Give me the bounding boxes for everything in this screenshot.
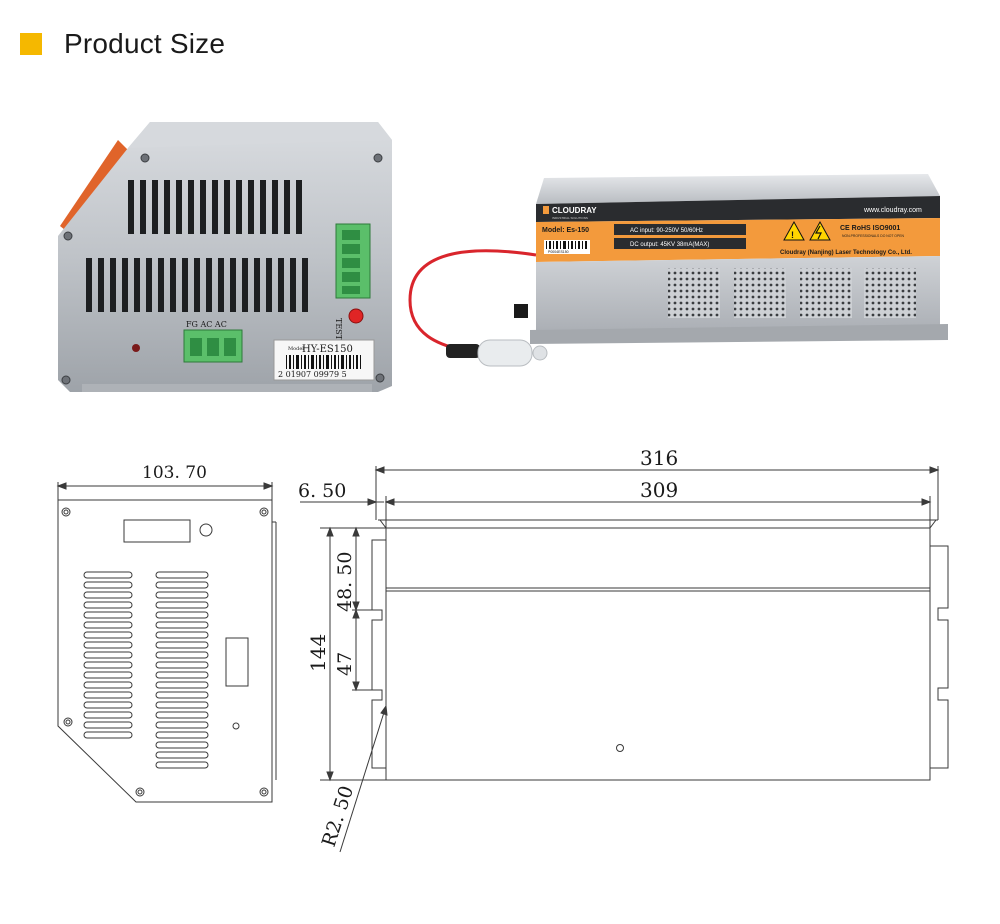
sticker-model: HY-ES150 xyxy=(302,344,353,355)
terminal-block-bottom xyxy=(183,329,243,363)
screw-icons xyxy=(61,153,385,385)
connector-tip xyxy=(532,345,548,361)
dc-output-text: DC output: 45KV 38mA(MAX) xyxy=(630,242,709,248)
company-name: Cloudray (Nanjing) Laser Technology Co.,… xyxy=(780,250,912,256)
photo-end-view: TEST FG AC AC Model HY-ES150 xyxy=(58,122,392,392)
drawing-front-view xyxy=(56,482,277,803)
side-socket xyxy=(514,304,528,318)
warning-icons: ! xyxy=(783,220,831,241)
dim-radius: R2. 50 xyxy=(318,783,358,849)
dc-output-box xyxy=(614,238,746,249)
ac-input-text: AC input: 90-250V 50/60Hz xyxy=(630,228,703,234)
grill-1 xyxy=(668,268,720,318)
warning-text: NON-PROFESSIONALS DO NOT OPEN xyxy=(842,234,904,238)
brand-logo-icon xyxy=(543,206,549,214)
grill-2 xyxy=(734,268,786,318)
ac-input-box xyxy=(614,224,746,235)
vent-row-bottom xyxy=(86,258,308,312)
cable-boot xyxy=(446,344,480,358)
page-title: Product Size xyxy=(64,28,226,59)
test-label: TEST xyxy=(334,318,343,341)
front-vent-slots xyxy=(83,571,209,769)
section-header: Product Size xyxy=(20,28,225,60)
photo-side-view: CLOUDRAY INDUSTRIAL SOLUTIONS www.cloudr… xyxy=(408,174,948,367)
svg-text:Model: Model xyxy=(288,346,304,352)
label-barcode-text: P0004ES150 xyxy=(548,250,569,254)
model-sticker: Model HY-ES150 2 01907 09979 5 xyxy=(273,339,375,381)
website-url: www.cloudray.com xyxy=(863,207,922,214)
certifications: CE RoHS ISO9001 xyxy=(840,225,900,232)
hv-cable xyxy=(408,249,537,352)
dim-body-length: 309 xyxy=(640,478,678,502)
top-slope xyxy=(128,122,392,148)
cable-connector xyxy=(477,339,533,367)
dim-offset: 6. 50 xyxy=(298,480,346,502)
drawing-side-view xyxy=(300,466,949,853)
sticker-barcode-number: 2 01907 09979 5 xyxy=(278,370,347,379)
case-brand-band xyxy=(536,196,940,222)
dim-total-length: 316 xyxy=(640,446,678,470)
brand-tagline: INDUSTRIAL SOLUTIONS xyxy=(552,216,588,220)
case-foot xyxy=(530,324,948,344)
label-barcode xyxy=(544,240,590,254)
terminal-block-right xyxy=(335,223,371,299)
grill-4 xyxy=(864,268,916,318)
radius-leader-line xyxy=(339,705,387,853)
front-display-window xyxy=(123,519,191,543)
dim-height: 144 xyxy=(306,634,330,672)
dim-mid-section: 47 xyxy=(334,652,356,676)
dim-upper-section: 48. 50 xyxy=(334,552,356,612)
side-body-outline xyxy=(385,527,931,781)
orange-edge xyxy=(60,140,128,234)
bottom-rail xyxy=(82,384,372,392)
dim-front-width: 103. 70 xyxy=(142,463,207,483)
grill-3 xyxy=(800,268,852,318)
header-marker xyxy=(20,33,42,55)
vent-row-top xyxy=(128,180,302,234)
svg-text:!: ! xyxy=(791,230,794,240)
test-button xyxy=(348,308,364,324)
ac-terminal-label: FG AC AC xyxy=(186,320,227,329)
front-outline xyxy=(57,499,273,803)
side-hole xyxy=(616,744,624,752)
model-text: Model: Es-150 xyxy=(542,227,589,234)
indicator-led xyxy=(132,344,140,352)
case-top xyxy=(536,174,940,204)
brand-logo: CLOUDRAY xyxy=(552,206,597,215)
